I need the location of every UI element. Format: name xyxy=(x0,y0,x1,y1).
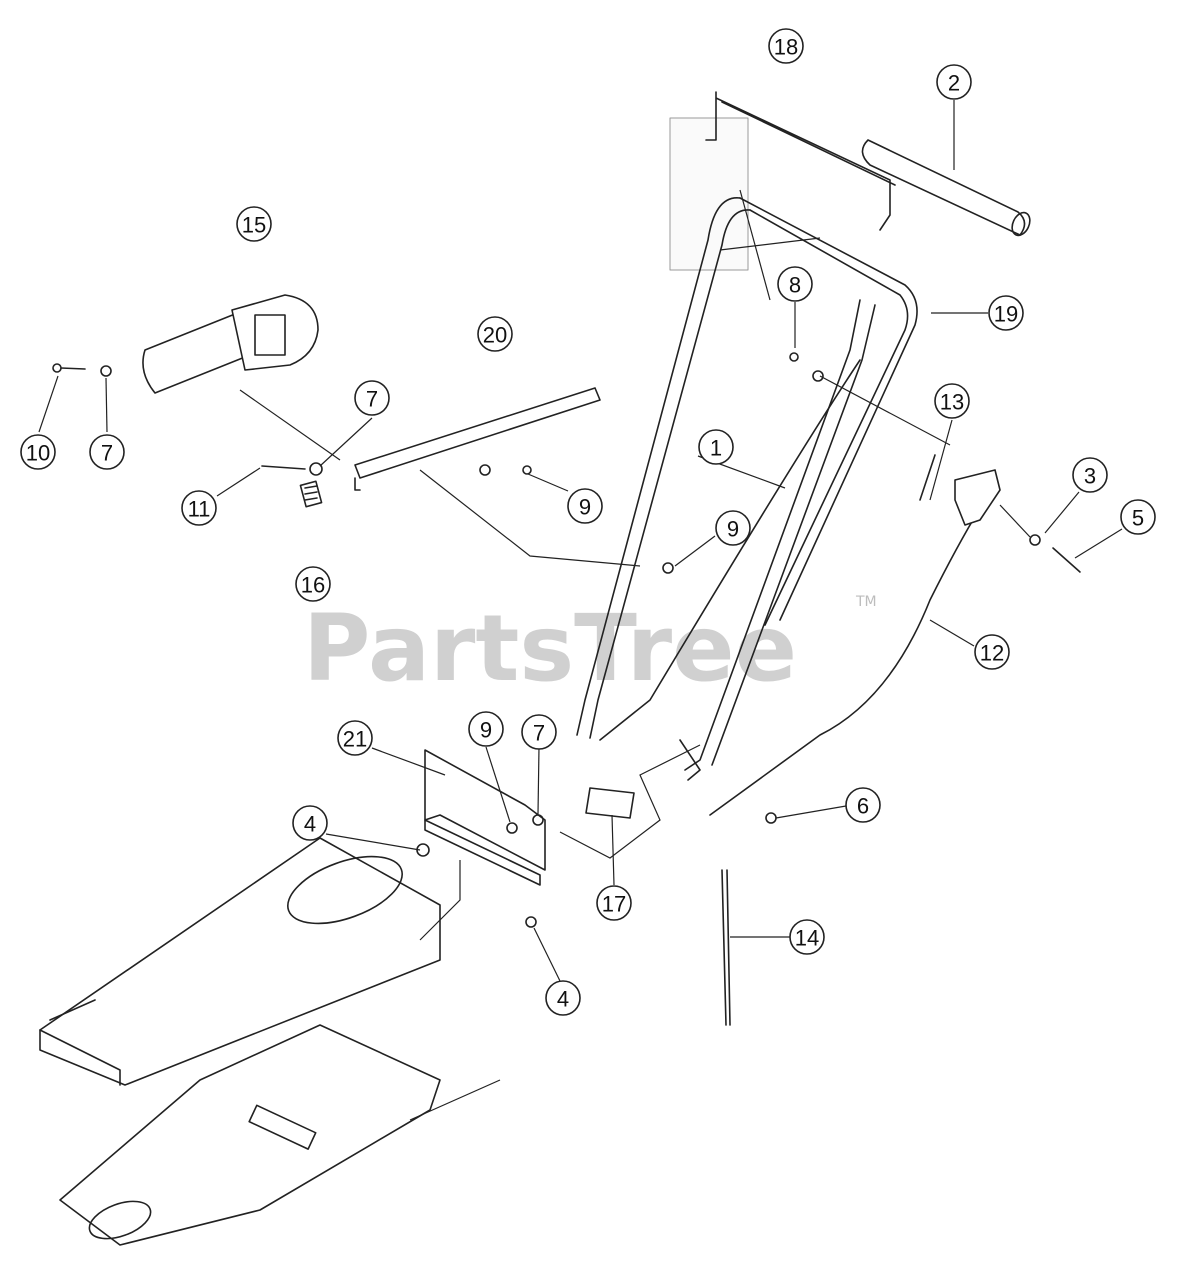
callout-9-c: 9 xyxy=(468,711,504,747)
callouts: 18 2 15 19 8 20 13 7 1 3 10 7 5 11 9 9 1… xyxy=(20,28,1156,1016)
watermark: PartsTree TM xyxy=(303,594,877,702)
part-21-bracket xyxy=(424,749,546,886)
svg-text:7: 7 xyxy=(101,441,113,466)
hardware-bits xyxy=(52,352,1081,928)
svg-text:17: 17 xyxy=(602,892,626,917)
callout-4-b: 4 xyxy=(545,980,581,1016)
callout-10: 10 xyxy=(20,434,56,470)
callout-3: 3 xyxy=(1072,457,1108,493)
svg-text:19: 19 xyxy=(994,302,1018,327)
svg-text:9: 9 xyxy=(480,718,492,743)
callout-1: 1 xyxy=(698,429,734,465)
part-2-grip xyxy=(861,139,1031,237)
svg-text:13: 13 xyxy=(940,390,964,415)
svg-text:4: 4 xyxy=(304,812,316,837)
svg-text:9: 9 xyxy=(727,517,739,542)
assembly-lines xyxy=(239,189,1031,1121)
svg-text:14: 14 xyxy=(795,926,819,951)
callout-19: 19 xyxy=(988,295,1024,331)
part-18-bracket xyxy=(669,91,896,271)
callout-7-b: 7 xyxy=(89,434,125,470)
callout-6: 6 xyxy=(845,787,881,823)
callout-2: 2 xyxy=(936,64,972,100)
part-19-upper-handle xyxy=(576,197,918,739)
callout-15: 15 xyxy=(236,206,272,242)
svg-text:6: 6 xyxy=(857,794,869,819)
frame-deck xyxy=(39,837,441,1246)
svg-text:3: 3 xyxy=(1084,464,1096,489)
part-15-knob xyxy=(142,294,319,394)
svg-text:18: 18 xyxy=(774,35,798,60)
svg-text:10: 10 xyxy=(26,441,50,466)
callout-21: 21 xyxy=(337,720,373,756)
callout-12: 12 xyxy=(974,634,1010,670)
svg-text:11: 11 xyxy=(188,497,211,522)
callout-leaders xyxy=(38,100,1123,982)
callout-14: 14 xyxy=(789,919,825,955)
svg-text:16: 16 xyxy=(301,573,325,598)
watermark-trademark: TM xyxy=(855,594,877,610)
part-20-side-bar xyxy=(354,387,601,491)
callout-17: 17 xyxy=(596,885,632,921)
svg-text:9: 9 xyxy=(579,495,591,520)
svg-text:5: 5 xyxy=(1132,506,1144,531)
svg-text:12: 12 xyxy=(980,641,1004,666)
callout-8: 8 xyxy=(777,266,813,302)
svg-text:15: 15 xyxy=(242,213,266,238)
callout-5: 5 xyxy=(1120,499,1156,535)
callout-16: 16 xyxy=(295,566,331,602)
callout-9-b: 9 xyxy=(715,510,751,546)
svg-text:7: 7 xyxy=(533,721,545,746)
svg-text:8: 8 xyxy=(789,273,801,298)
part-14-cable-tie xyxy=(721,869,731,1026)
callout-20: 20 xyxy=(477,316,513,352)
part-1-lower-handle xyxy=(599,299,876,781)
svg-text:20: 20 xyxy=(483,323,507,348)
callout-13: 13 xyxy=(934,383,970,419)
part-13-bail-lever xyxy=(919,454,1001,526)
watermark-text: PartsTree xyxy=(303,595,797,702)
svg-text:1: 1 xyxy=(710,436,722,461)
part-12-cable xyxy=(709,499,986,816)
part-17-decal xyxy=(585,787,635,819)
callout-11: 11 xyxy=(181,490,217,526)
svg-text:7: 7 xyxy=(366,387,378,412)
callout-7-c: 7 xyxy=(521,714,557,750)
svg-text:4: 4 xyxy=(557,987,569,1012)
spring xyxy=(299,480,323,508)
callout-4-a: 4 xyxy=(292,805,328,841)
callout-7-a: 7 xyxy=(354,380,390,416)
svg-text:2: 2 xyxy=(948,71,960,96)
callout-18: 18 xyxy=(768,28,804,64)
svg-text:21: 21 xyxy=(343,727,367,752)
callout-9-a: 9 xyxy=(567,488,603,524)
